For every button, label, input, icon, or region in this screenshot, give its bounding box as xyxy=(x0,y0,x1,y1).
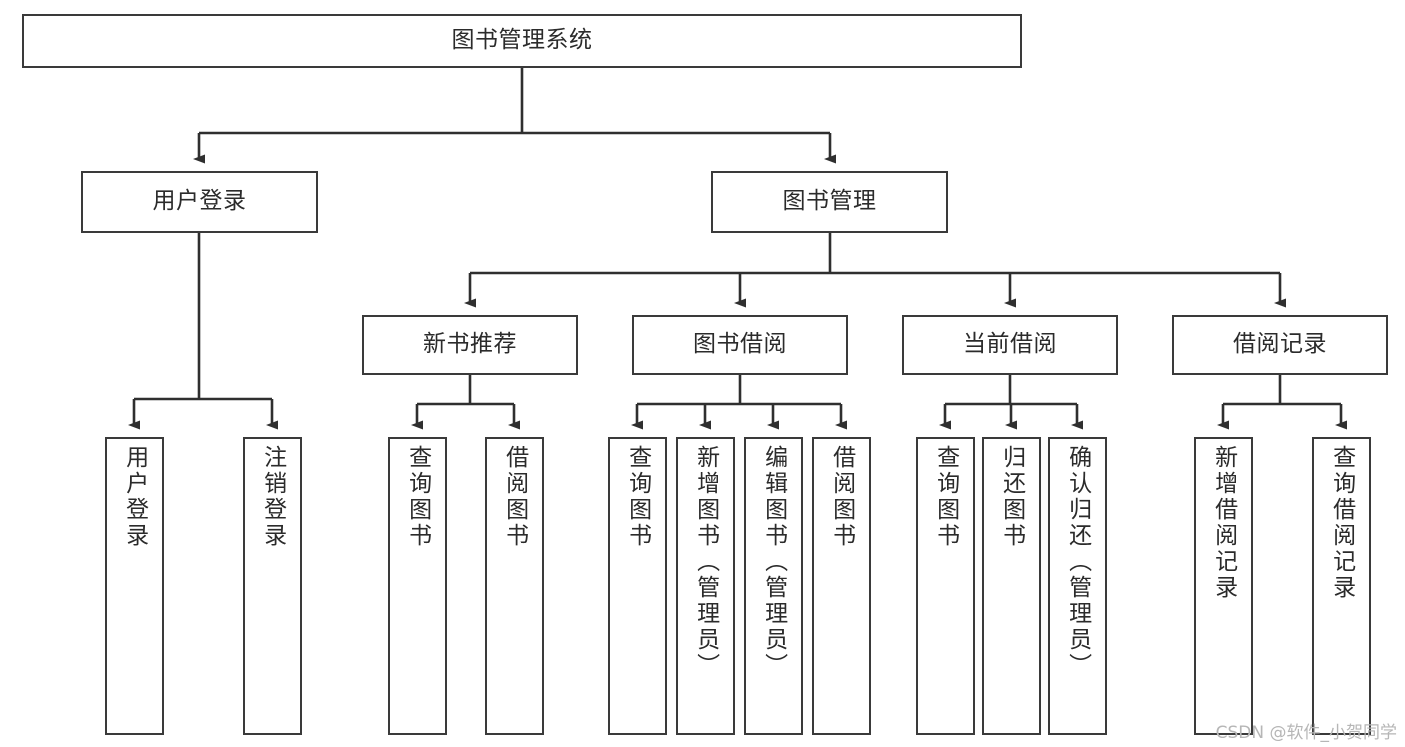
node-label: 查询借阅记录 xyxy=(1328,445,1355,601)
node-label: 确认归还（管理员） xyxy=(1064,445,1091,679)
leaf-current-confirm-return[interactable]: 确认归还（管理员） xyxy=(1048,437,1107,735)
node-book-management[interactable]: 图书管理 xyxy=(711,171,948,233)
node-label: 用户登录 xyxy=(121,445,148,549)
watermark: CSDN @软件_小贺同学 xyxy=(1215,723,1397,743)
leaf-borrow-edit-book[interactable]: 编辑图书（管理员） xyxy=(744,437,803,735)
node-book-borrow[interactable]: 图书借阅 xyxy=(632,315,848,375)
leaf-current-query[interactable]: 查询图书 xyxy=(916,437,975,735)
leaf-borrow-query[interactable]: 查询图书 xyxy=(608,437,667,735)
node-label: 查询图书 xyxy=(932,445,959,549)
node-current-borrow[interactable]: 当前借阅 xyxy=(902,315,1118,375)
node-label: 当前借阅 xyxy=(963,331,1057,358)
node-label: 图书管理系统 xyxy=(451,27,593,54)
leaf-user-login[interactable]: 用户登录 xyxy=(105,437,164,735)
node-root-system[interactable]: 图书管理系统 xyxy=(22,14,1022,68)
node-label: 图书借阅 xyxy=(693,331,787,358)
node-label: 注销登录 xyxy=(259,445,286,549)
node-label: 借阅图书 xyxy=(828,445,855,549)
node-label: 查询图书 xyxy=(624,445,651,549)
node-label: 编辑图书（管理员） xyxy=(760,445,787,679)
node-label: 新增图书（管理员） xyxy=(692,445,719,679)
node-label: 用户登录 xyxy=(152,188,247,215)
node-label: 新增借阅记录 xyxy=(1210,445,1237,601)
node-label: 图书管理 xyxy=(782,188,877,215)
node-label: 查询图书 xyxy=(404,445,431,549)
node-new-book-recommend[interactable]: 新书推荐 xyxy=(362,315,578,375)
node-label: 新书推荐 xyxy=(423,331,517,358)
leaf-current-return[interactable]: 归还图书 xyxy=(982,437,1041,735)
node-borrow-records[interactable]: 借阅记录 xyxy=(1172,315,1388,375)
leaf-logout[interactable]: 注销登录 xyxy=(243,437,302,735)
node-user-login[interactable]: 用户登录 xyxy=(81,171,318,233)
node-label: 归还图书 xyxy=(998,445,1025,549)
leaf-records-add[interactable]: 新增借阅记录 xyxy=(1194,437,1253,735)
leaf-new-books-query[interactable]: 查询图书 xyxy=(388,437,447,735)
leaf-borrow-borrow-book[interactable]: 借阅图书 xyxy=(812,437,871,735)
node-label: 借阅图书 xyxy=(501,445,528,549)
node-label: 借阅记录 xyxy=(1233,331,1327,358)
leaf-new-books-borrow[interactable]: 借阅图书 xyxy=(485,437,544,735)
leaf-borrow-add-book[interactable]: 新增图书（管理员） xyxy=(676,437,735,735)
leaf-records-query[interactable]: 查询借阅记录 xyxy=(1312,437,1371,735)
